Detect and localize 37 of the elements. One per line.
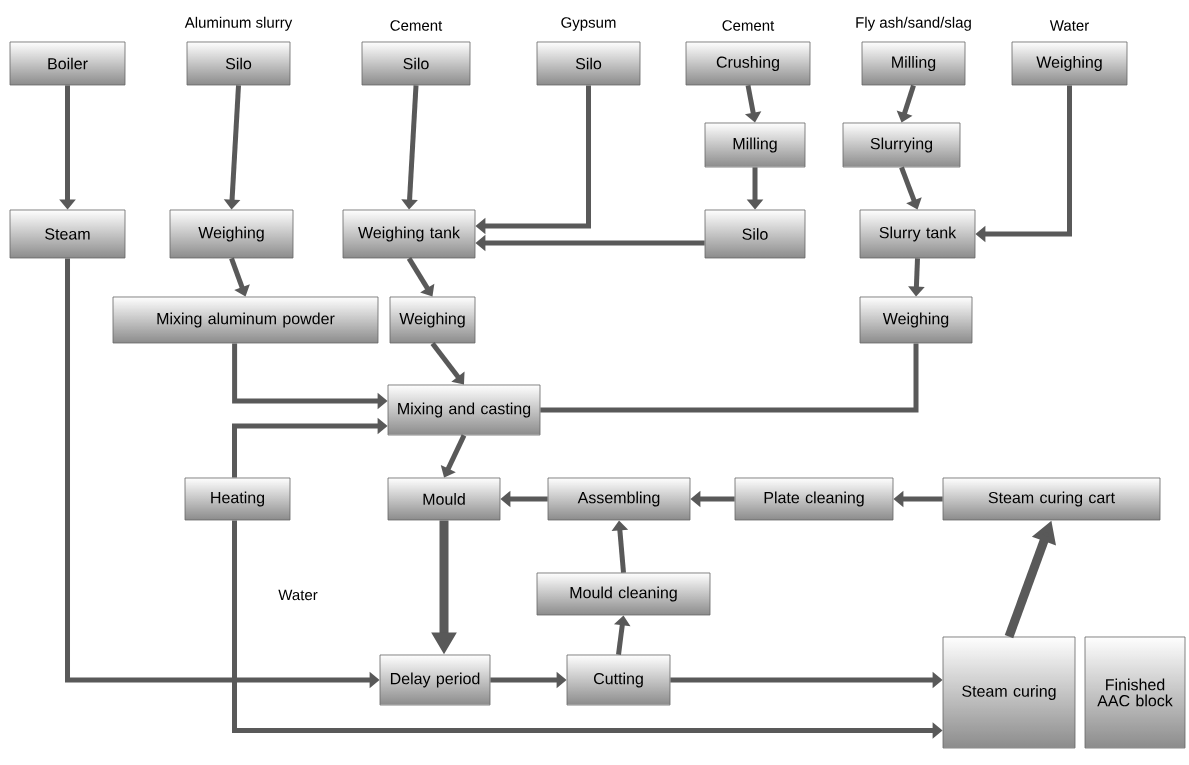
process-box: Weighing: [169, 209, 294, 259]
process-box: Milling: [861, 41, 966, 86]
process-box: Steam curing: [942, 636, 1076, 749]
process-box: Weighing: [1011, 41, 1128, 86]
process-box: Slurrying: [842, 122, 961, 168]
process-box: Silo: [186, 41, 291, 86]
material-label: Aluminum slurry: [184, 16, 293, 31]
process-box: Weighing tank: [342, 209, 476, 259]
arrow: [430, 341, 465, 385]
process-box: Mould cleaning: [536, 572, 711, 616]
process-box: Finished AAC block: [1084, 636, 1186, 749]
arrow: [406, 257, 435, 297]
process-box: Boiler: [9, 41, 126, 86]
process-box: Weighing: [389, 296, 476, 344]
process-box: Silo: [536, 41, 641, 86]
process-box: Silo: [704, 209, 806, 259]
process-box: Weighing: [859, 296, 973, 344]
material-label: Fly ash/sand/slag: [856, 16, 971, 31]
process-box: Crushing: [685, 41, 811, 86]
process-box: Slurry tank: [859, 209, 976, 259]
process-box: Mixing aluminum powder: [112, 296, 379, 344]
process-box: Plate cleaning: [734, 477, 894, 521]
process-box: Heating: [184, 477, 291, 521]
process-box: Cutting: [566, 654, 671, 706]
material-label: Cement: [722, 20, 775, 31]
process-box: Assembling: [547, 477, 691, 521]
material-label: Cement: [390, 20, 443, 31]
material-label: Water: [1049, 20, 1089, 31]
material-label: Gypsum: [561, 17, 616, 31]
process-box: Silo: [361, 41, 471, 86]
process-box: Milling: [704, 122, 806, 168]
note-label: Water: [278, 589, 318, 601]
process-box: Steam: [9, 209, 126, 259]
process-box: Mould: [387, 477, 501, 521]
process-box: Steam curing cart: [942, 477, 1161, 521]
process-box: Delay period: [379, 654, 491, 706]
process-box: Mixing and casting: [387, 384, 541, 436]
